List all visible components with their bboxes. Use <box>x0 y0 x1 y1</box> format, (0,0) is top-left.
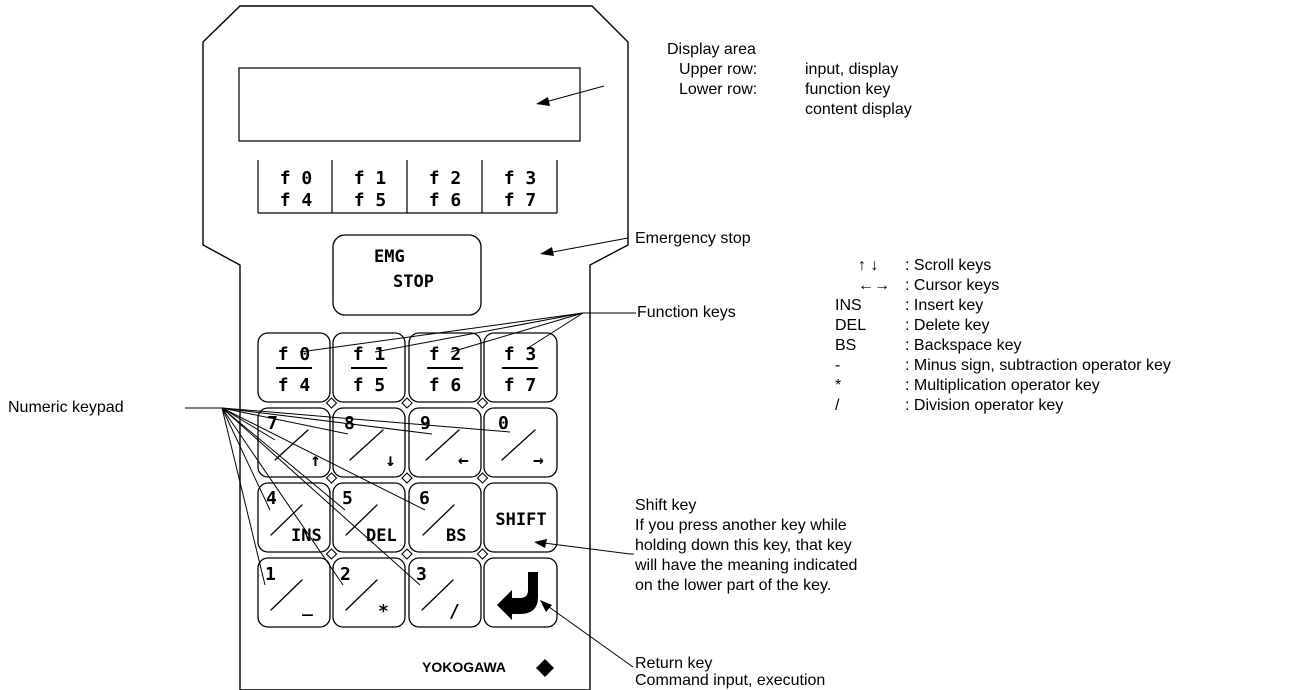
return-key-title: Return key <box>635 655 713 672</box>
key-2-top: 2 <box>340 564 351 585</box>
key-8-bottom: ↓ <box>385 450 396 471</box>
legend-desc-scroll: : Scroll keys <box>905 257 992 274</box>
strip-lower-2: f 6 <box>429 190 462 211</box>
display-upper-text: input, display <box>805 61 899 78</box>
key-1-bottom: _ <box>302 596 313 617</box>
device-body <box>202 5 629 690</box>
key-6-top: 6 <box>419 488 430 509</box>
emg-line1: EMG <box>374 247 405 267</box>
key-shift[interactable] <box>483 482 558 553</box>
display-upper-label: Upper row: <box>679 61 758 78</box>
legend-desc-ins: : Insert key <box>905 297 984 314</box>
display-lower-text-2: content display <box>805 101 912 118</box>
fkey-0-top: f 0 <box>278 344 311 365</box>
legend-key-div: / <box>835 397 840 414</box>
shift-key-title: Shift key <box>635 497 697 514</box>
return-arrow-icon <box>497 572 538 620</box>
legend-desc-div: : Division operator key <box>905 397 1064 414</box>
key-7-top: 7 <box>267 413 278 434</box>
key-1[interactable] <box>257 557 331 628</box>
key-0-bottom: → <box>533 450 544 471</box>
fkey-3-top: f 3 <box>504 344 537 365</box>
strip-upper-3: f 3 <box>504 168 537 189</box>
function-label-strip: f 0 f 1 f 2 f 3 f 4 f 5 f 6 f 7 <box>257 160 558 214</box>
return-key-desc: Command input, execution <box>635 672 826 689</box>
strip-lower-3: f 7 <box>504 190 537 211</box>
legend-key-minus: - <box>835 357 841 374</box>
key-9-bottom: ← <box>458 450 469 471</box>
key-0-top: 0 <box>498 413 509 434</box>
shift-key-line-4: on the lower part of the key. <box>635 577 832 594</box>
display-lower-text-1: function key <box>805 81 891 98</box>
function-key-labels: f 0 f 4 f 1 f 5 f 2 f 6 f 3 f 7 <box>276 344 538 396</box>
fkey-1-bottom: f 5 <box>353 375 386 396</box>
legend-desc-mult: : Multiplication operator key <box>905 377 1100 394</box>
brand-logo-text: YOKOGAWA <box>422 659 506 675</box>
key-gap-diamonds <box>325 397 489 560</box>
legend-desc-del: : Delete key <box>905 317 990 334</box>
legend-desc-bs: : Backspace key <box>905 337 1022 354</box>
strip-upper-2: f 2 <box>429 168 462 189</box>
legend-key-ins: INS <box>835 297 862 314</box>
legend-key-del: DEL <box>835 317 867 334</box>
key-4-bottom: INS <box>291 526 322 546</box>
shift-key-line-1: If you press another key while <box>635 517 847 534</box>
shift-key-line-3: will have the meaning indicated <box>635 557 858 574</box>
numeric-keypad-callout: Numeric keypad <box>8 399 124 416</box>
key-2[interactable] <box>332 557 406 628</box>
fkey-2-bottom: f 6 <box>429 375 462 396</box>
key-5-top: 5 <box>342 488 353 509</box>
strip-upper-0: f 0 <box>280 168 313 189</box>
strip-lower-0: f 4 <box>280 190 313 211</box>
legend-key-cursor: ←→ <box>858 277 890 294</box>
key-2-bottom: * <box>378 601 389 622</box>
legend-key-scroll: ↑ ↓ <box>858 257 879 274</box>
legend-key-bs: BS <box>835 337 857 354</box>
display-area-title: Display area <box>667 41 756 58</box>
callout-arrowheads <box>534 97 554 612</box>
shift-key-line-2: holding down this key, that key <box>635 537 852 554</box>
key-3[interactable] <box>408 557 482 628</box>
strip-lower-1: f 5 <box>354 190 387 211</box>
key-1-top: 1 <box>265 564 276 585</box>
function-keys-callout: Function keys <box>637 304 736 321</box>
key-6-bottom: BS <box>446 526 466 546</box>
legend-desc-minus: : Minus sign, subtraction operator key <box>905 357 1171 374</box>
fkey-0-bottom: f 4 <box>278 375 311 396</box>
emergency-stop-callout: Emergency stop <box>635 230 751 247</box>
key-return[interactable] <box>483 557 558 628</box>
emergency-stop-button[interactable]: EMG STOP <box>332 234 482 316</box>
key-3-top: 3 <box>416 564 427 585</box>
key-4[interactable] <box>257 482 331 553</box>
key-4-top: 4 <box>266 488 277 509</box>
fkey-2-top: f 2 <box>429 344 462 365</box>
key-9-top: 9 <box>420 413 431 434</box>
key-5-bottom: DEL <box>366 526 397 546</box>
legend-key-mult: * <box>835 377 842 394</box>
fkey-1-top: f 1 <box>353 344 386 365</box>
strip-upper-1: f 1 <box>354 168 387 189</box>
key-5[interactable] <box>332 482 406 553</box>
callout-lines <box>185 85 636 668</box>
display-lower-label: Lower row: <box>679 81 758 98</box>
fkey-3-bottom: f 7 <box>504 375 537 396</box>
brand-diamond-icon <box>536 659 554 677</box>
key-shift-label: SHIFT <box>495 510 546 530</box>
legend-desc-cursor: : Cursor keys <box>905 277 1000 294</box>
key-6[interactable] <box>408 482 482 553</box>
key-3-bottom: / <box>449 601 460 622</box>
key-7-bottom: ↑ <box>310 450 321 471</box>
emg-line2: STOP <box>393 272 434 292</box>
display-screen <box>238 67 581 142</box>
